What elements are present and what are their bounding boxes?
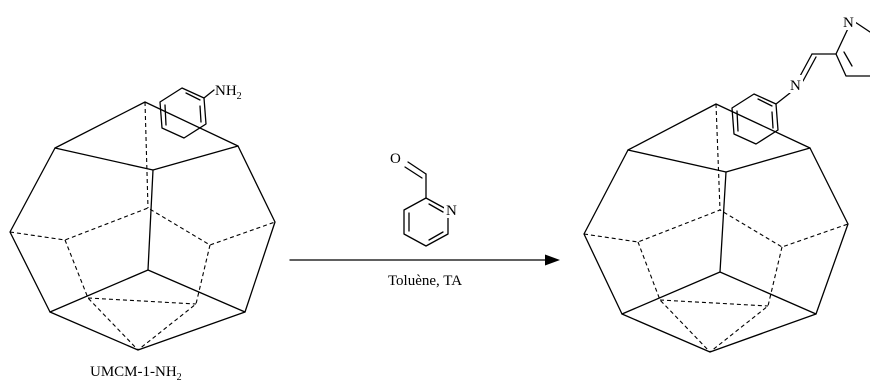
product-cage xyxy=(583,103,849,353)
reaction-conditions: Toluène, TA xyxy=(388,273,462,289)
reactant-cage xyxy=(9,101,276,351)
reactant-nh2-label: NH2 xyxy=(215,83,242,102)
product-imine-linker xyxy=(798,53,837,82)
product-pyridine-nitrogen-label: N xyxy=(843,15,854,31)
reactant-phenyl-ring xyxy=(159,87,215,139)
product-imine-nitrogen-label: N xyxy=(790,78,801,94)
reagent-oxygen-label: O xyxy=(390,151,401,167)
product-imine-cage: N N xyxy=(583,12,870,353)
reagent-nitrogen-label: N xyxy=(446,203,457,219)
product-phenyl-ring xyxy=(731,92,791,145)
reaction-arrow xyxy=(289,254,560,266)
reagent-pyridine-carboxaldehyde: O N xyxy=(390,151,458,247)
reactant-caption: UMCM-1-NH2 xyxy=(90,364,182,383)
product-pyridine-ring xyxy=(835,19,870,77)
reactant-umcm-1-nh2: NH2 UMCM-1-NH2 xyxy=(9,83,276,383)
